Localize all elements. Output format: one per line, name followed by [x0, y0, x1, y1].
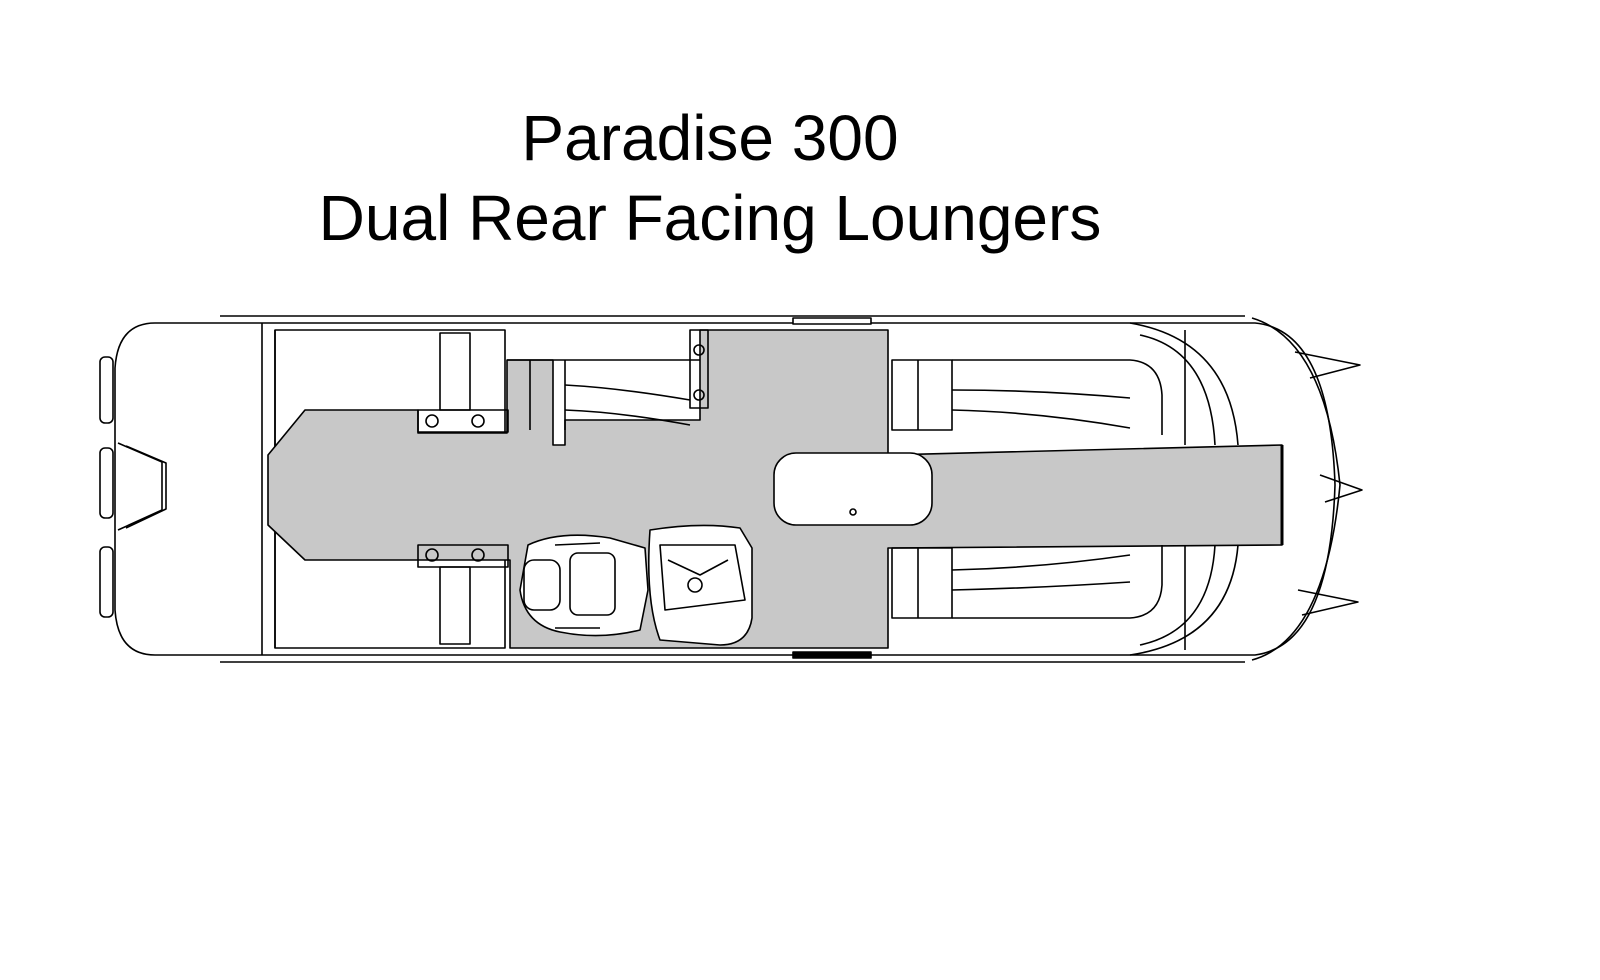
helm-seat-icon [519, 534, 649, 637]
divider-post [689, 329, 709, 409]
lounger-aft-port [417, 332, 700, 433]
lounger-aft-starboard [417, 544, 509, 645]
lounger-fwd-port [891, 322, 1239, 446]
bow-spikes [1294, 351, 1363, 616]
motor-icon [99, 356, 167, 618]
helm-console-icon [647, 524, 753, 646]
lounger-fwd-starboard [891, 544, 1239, 656]
side-gates [792, 317, 872, 659]
table-icon [773, 452, 933, 526]
cup-holder-icon [693, 344, 705, 356]
hull-outline [114, 315, 1341, 663]
title-layout: Dual Rear Facing Loungers [318, 182, 1102, 254]
cup-holder-icon [693, 389, 705, 401]
title-model: Paradise 300 [521, 102, 899, 174]
